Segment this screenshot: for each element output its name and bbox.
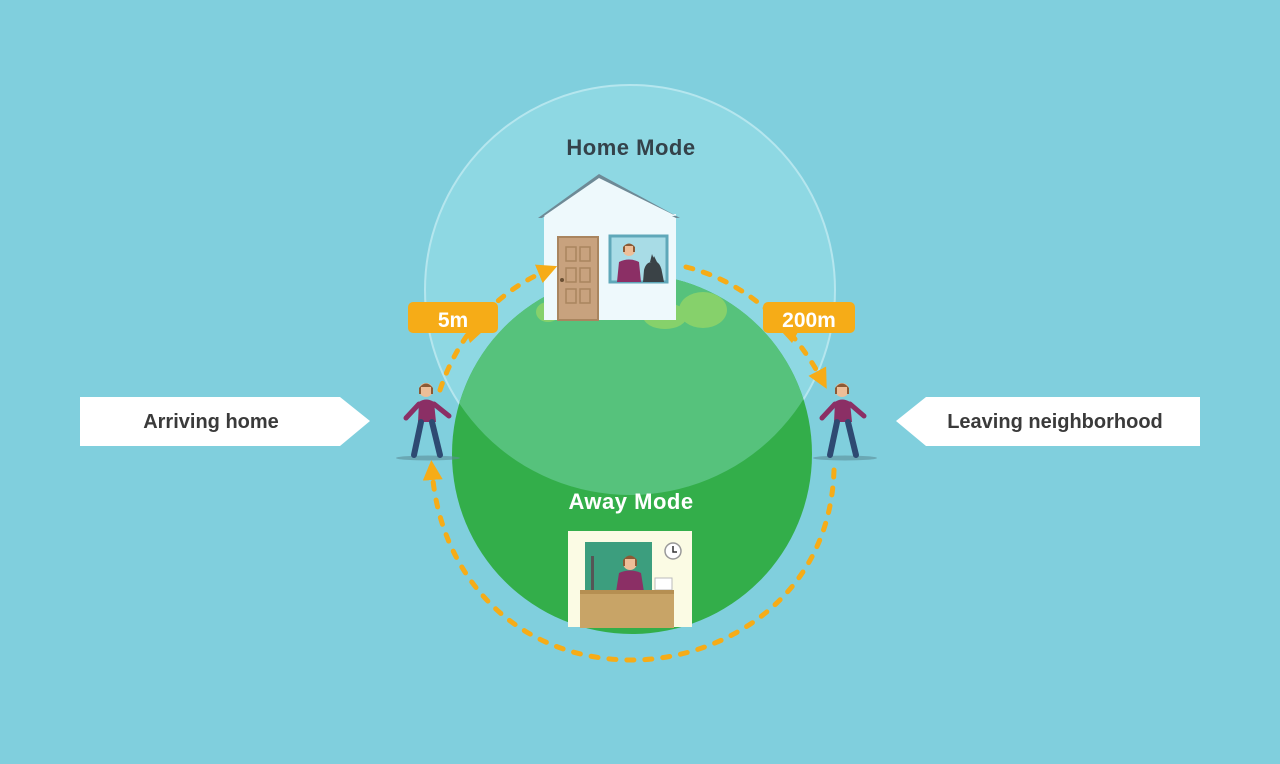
person-leaving: [819, 383, 867, 458]
person-arriving: [403, 383, 452, 458]
callout-arriving-label: Arriving home: [143, 411, 279, 433]
house-door: [557, 236, 599, 321]
callout-leaving-label: Leaving neighborhood: [947, 411, 1163, 433]
distance-tag-arrive: 5m: [408, 302, 498, 343]
office-desk-icon: [568, 531, 692, 628]
home-mode-title: Home Mode: [566, 135, 695, 160]
dog-icon: [643, 254, 664, 282]
callout-leaving-neighborhood: Leaving neighborhood: [896, 397, 1200, 446]
callout-arriving-home: Arriving home: [80, 397, 370, 446]
away-mode-title: Away Mode: [568, 489, 693, 514]
distance-arrive-label: 5m: [438, 309, 468, 332]
clock-icon: [664, 542, 682, 560]
geofence-path: [422, 264, 837, 663]
distance-leave-label: 200m: [782, 309, 836, 332]
distance-tag-leave: 200m: [763, 302, 855, 343]
house-icon: [538, 174, 680, 321]
